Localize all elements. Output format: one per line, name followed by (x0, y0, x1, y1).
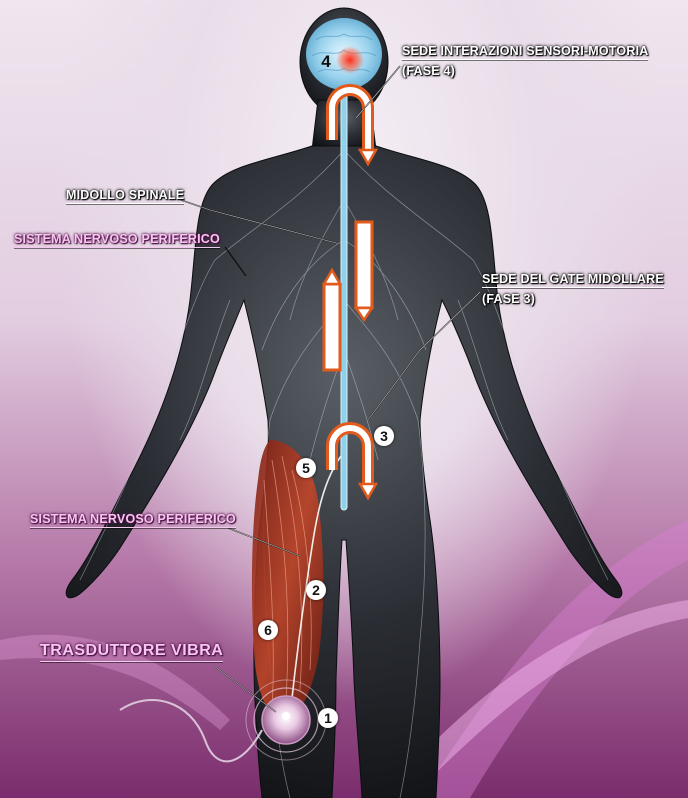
spinal-cord-label: MIDOLLO SPINALE (66, 188, 184, 204)
spinal-gate-site-label: SEDE DEL GATE MIDOLLARE (482, 272, 664, 288)
marker-5: 5 (296, 458, 316, 478)
marker-1: 1 (318, 708, 338, 728)
sensorimotor-phase-label: (FASE 4) (402, 64, 455, 78)
marker-4: 4 (316, 52, 336, 72)
peripheral-nervous-system-upper-label: SISTEMA NERVOSO PERIFERICO (14, 232, 220, 248)
spinal-gate-phase-label: (FASE 3) (482, 292, 535, 306)
brain-hotspot-icon (336, 46, 364, 74)
peripheral-nervous-system-lower-label: SISTEMA NERVOSO PERIFERICO (30, 512, 236, 528)
spinal-cord (341, 90, 347, 510)
marker-3: 3 (374, 426, 394, 446)
sensorimotor-site-label: SEDE INTERAZIONI SENSORI-MOTORIA (402, 44, 648, 60)
transducer-cable (120, 700, 262, 761)
marker-2: 2 (306, 580, 326, 600)
marker-6: 6 (258, 620, 278, 640)
transducer-label: TRASDUTTORE VIBRA (40, 642, 223, 662)
